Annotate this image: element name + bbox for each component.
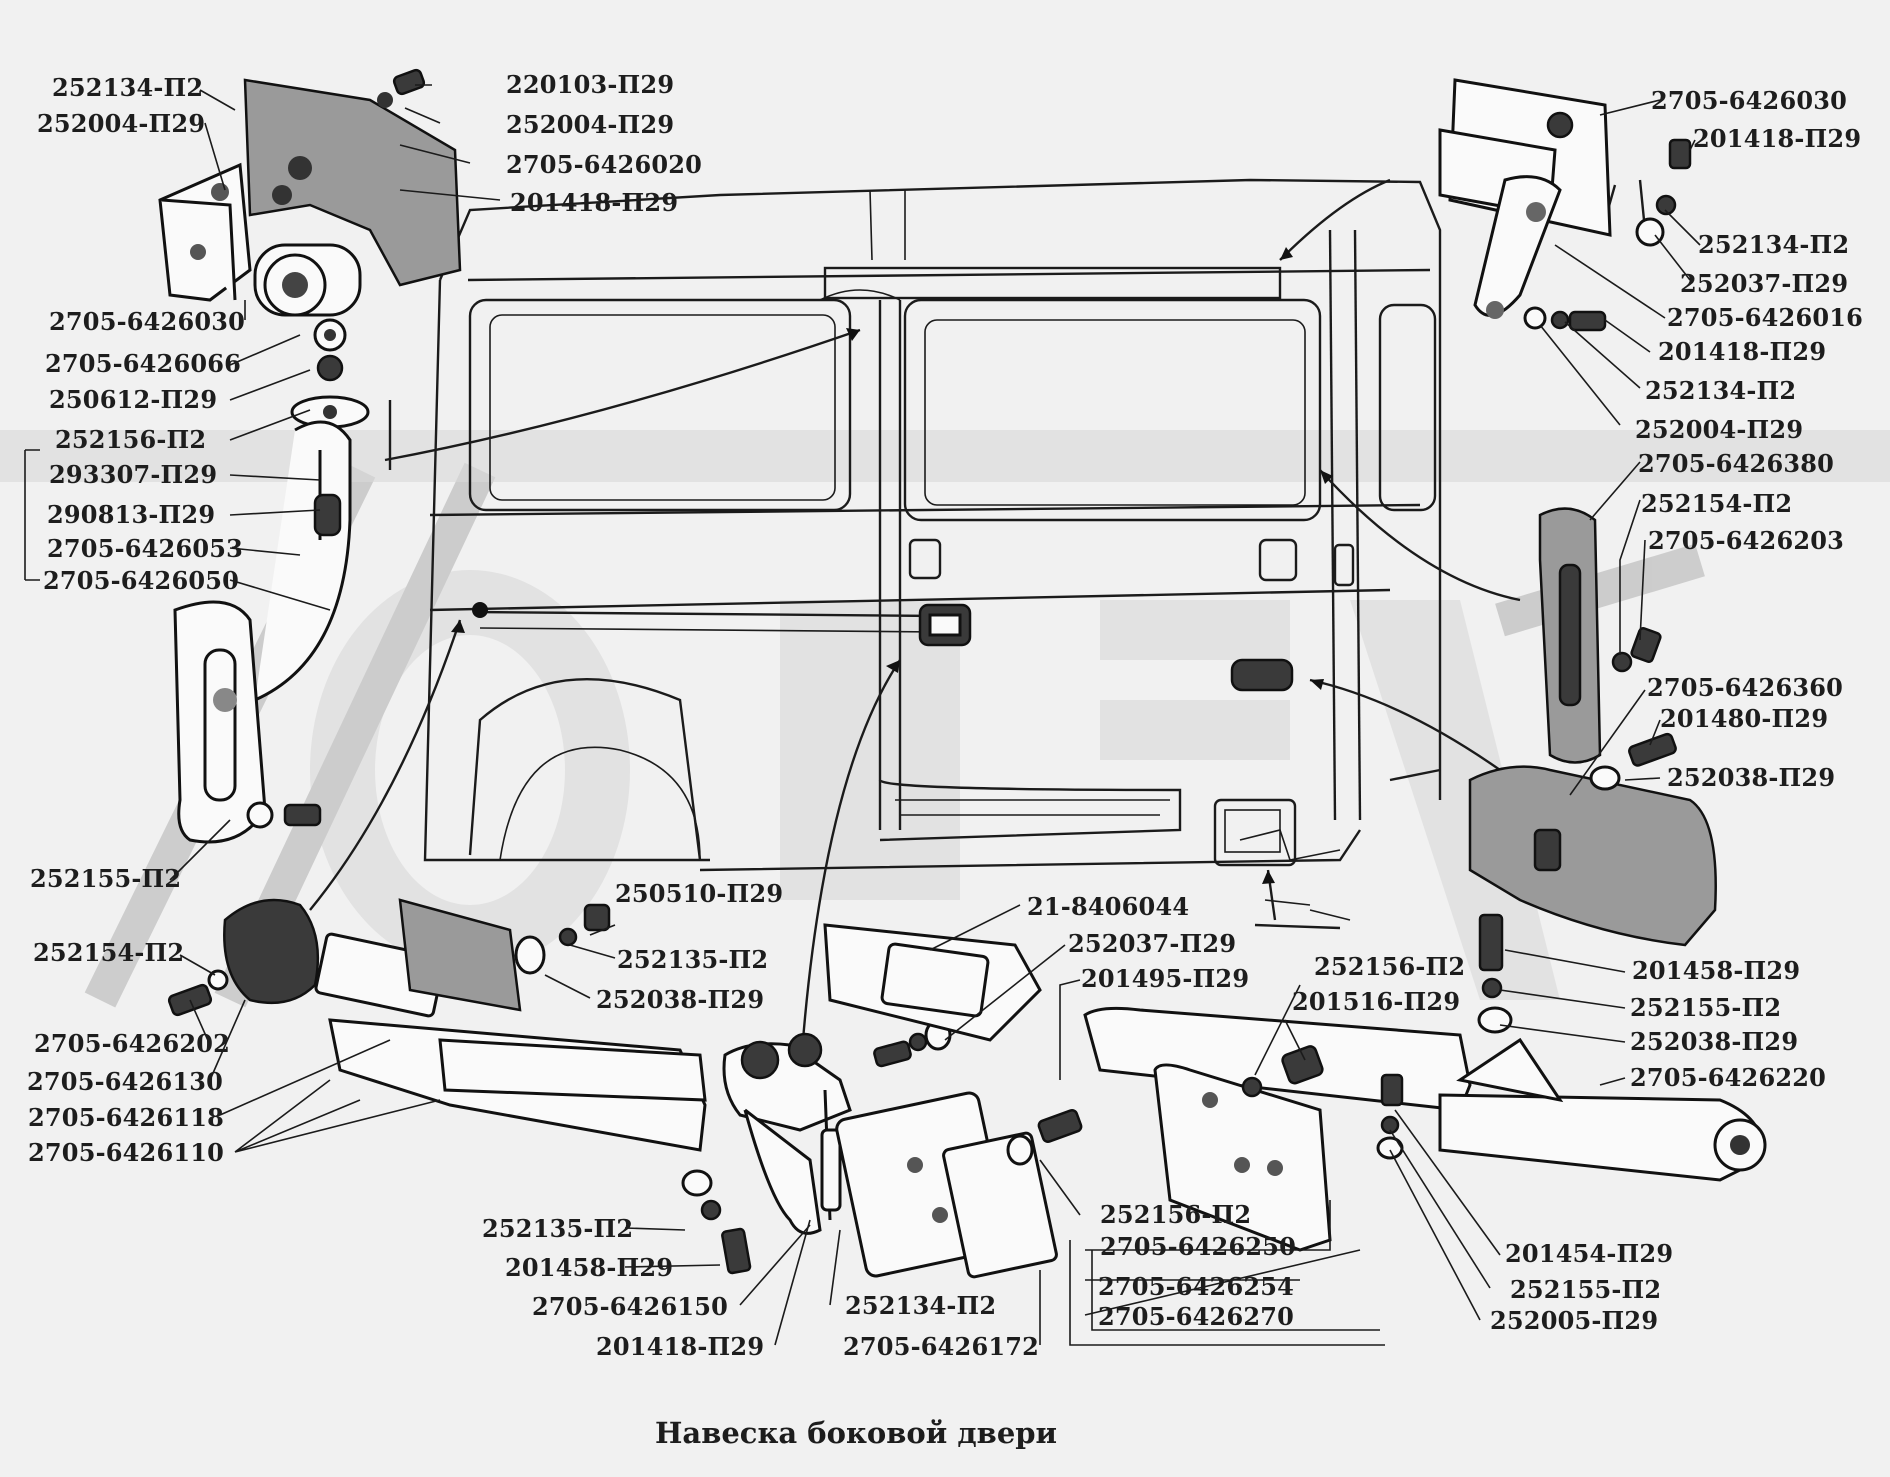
part-label: 250612-П29 bbox=[49, 385, 218, 414]
part-label: 201516-П29 bbox=[1292, 987, 1461, 1016]
part-label: 252154-П2 bbox=[1641, 489, 1793, 518]
part-label: 220103-П29 bbox=[506, 70, 675, 99]
part-label: 252155-П2 bbox=[1510, 1275, 1662, 1304]
part-label: 252038-П29 bbox=[1630, 1027, 1799, 1056]
part-label: 2705-6426254 bbox=[1098, 1272, 1295, 1301]
right-stop-blocks bbox=[1468, 507, 1717, 947]
part-label: 2705-6426016 bbox=[1667, 303, 1864, 332]
part-label: 252134-П2 bbox=[845, 1291, 997, 1320]
part-label: 21-8406044 bbox=[1027, 892, 1190, 921]
part-label: 252004-П29 bbox=[1635, 415, 1804, 444]
part-label: 201418-П29 bbox=[1658, 337, 1827, 366]
part-label: 2705-6426050 bbox=[43, 566, 240, 595]
lower-bracket-assembly bbox=[167, 898, 752, 1275]
part-label: 2705-6426053 bbox=[47, 534, 244, 563]
part-label: 201458-П29 bbox=[1632, 956, 1801, 985]
part-label: 201480-П29 bbox=[1660, 704, 1829, 733]
part-label: 2705-6426150 bbox=[532, 1292, 729, 1321]
part-label: 2705-6426118 bbox=[28, 1103, 225, 1132]
part-label: 2705-6426380 bbox=[1638, 449, 1835, 478]
part-label: 290813-П29 bbox=[47, 500, 216, 529]
part-label: 252134-П2 bbox=[1698, 230, 1850, 259]
upper-hinge-assembly bbox=[158, 68, 462, 844]
part-label: 201418-П29 bbox=[510, 188, 679, 217]
center-lower-hinge bbox=[722, 923, 1083, 1279]
part-label: 252156-П2 bbox=[1314, 952, 1466, 981]
part-label: 252135-П2 bbox=[482, 1214, 634, 1243]
leader-arrows bbox=[309, 178, 1647, 1081]
diagram-title: Навеска боковой двери bbox=[655, 1416, 1058, 1450]
part-label: 252155-П2 bbox=[30, 864, 182, 893]
part-label: 252156-П2 bbox=[55, 425, 207, 454]
part-label: 252038-П29 bbox=[1667, 763, 1836, 792]
part-label: 2705-6426203 bbox=[1648, 526, 1845, 555]
part-label: 2705-6426030 bbox=[1651, 86, 1848, 115]
part-label: 252154-П2 bbox=[33, 938, 185, 967]
part-label: 252134-П2 bbox=[1645, 376, 1797, 405]
label-leaders bbox=[24, 84, 1701, 1346]
part-label: 2705-6426130 bbox=[27, 1067, 224, 1096]
part-label: 252135-П2 bbox=[617, 945, 769, 974]
part-label: 2705-6426020 bbox=[506, 150, 703, 179]
part-label: 201454-П29 bbox=[1505, 1239, 1674, 1268]
van-side-body bbox=[423, 178, 1442, 921]
part-label: 252004-П29 bbox=[506, 110, 675, 139]
part-label: 2705-6426270 bbox=[1098, 1302, 1295, 1331]
part-label: 252155-П2 bbox=[1630, 993, 1782, 1022]
part-label: 2705-6426110 bbox=[28, 1138, 225, 1167]
part-label: 2705-6426250 bbox=[1100, 1232, 1297, 1261]
upper-right-hinge bbox=[1438, 78, 1692, 332]
part-label: 201418-П29 bbox=[1693, 124, 1862, 153]
part-label: 201418-П29 bbox=[596, 1332, 765, 1361]
part-label: 201458-П29 bbox=[505, 1253, 674, 1282]
part-label: 2705-6426030 bbox=[49, 307, 246, 336]
part-label: 2705-6426360 bbox=[1647, 673, 1844, 702]
part-label: 2705-6426220 bbox=[1630, 1063, 1827, 1092]
part-label: 2705-6426202 bbox=[34, 1029, 231, 1058]
part-label: 252037-П29 bbox=[1068, 929, 1237, 958]
part-label: 252134-П2 bbox=[52, 73, 204, 102]
part-label: 252004-П29 bbox=[37, 109, 206, 138]
part-label: 252037-П29 bbox=[1680, 269, 1849, 298]
part-label: 201495-П29 bbox=[1081, 964, 1250, 993]
part-label: 250510-П29 bbox=[615, 879, 784, 908]
part-label: 2705-6426172 bbox=[843, 1332, 1040, 1361]
part-label: 2705-6426066 bbox=[45, 349, 242, 378]
part-label: 293307-П29 bbox=[49, 460, 218, 489]
part-label: 252005-П29 bbox=[1490, 1306, 1659, 1335]
part-label: 252156-П2 bbox=[1100, 1200, 1252, 1229]
part-label: 252038-П29 bbox=[596, 985, 765, 1014]
